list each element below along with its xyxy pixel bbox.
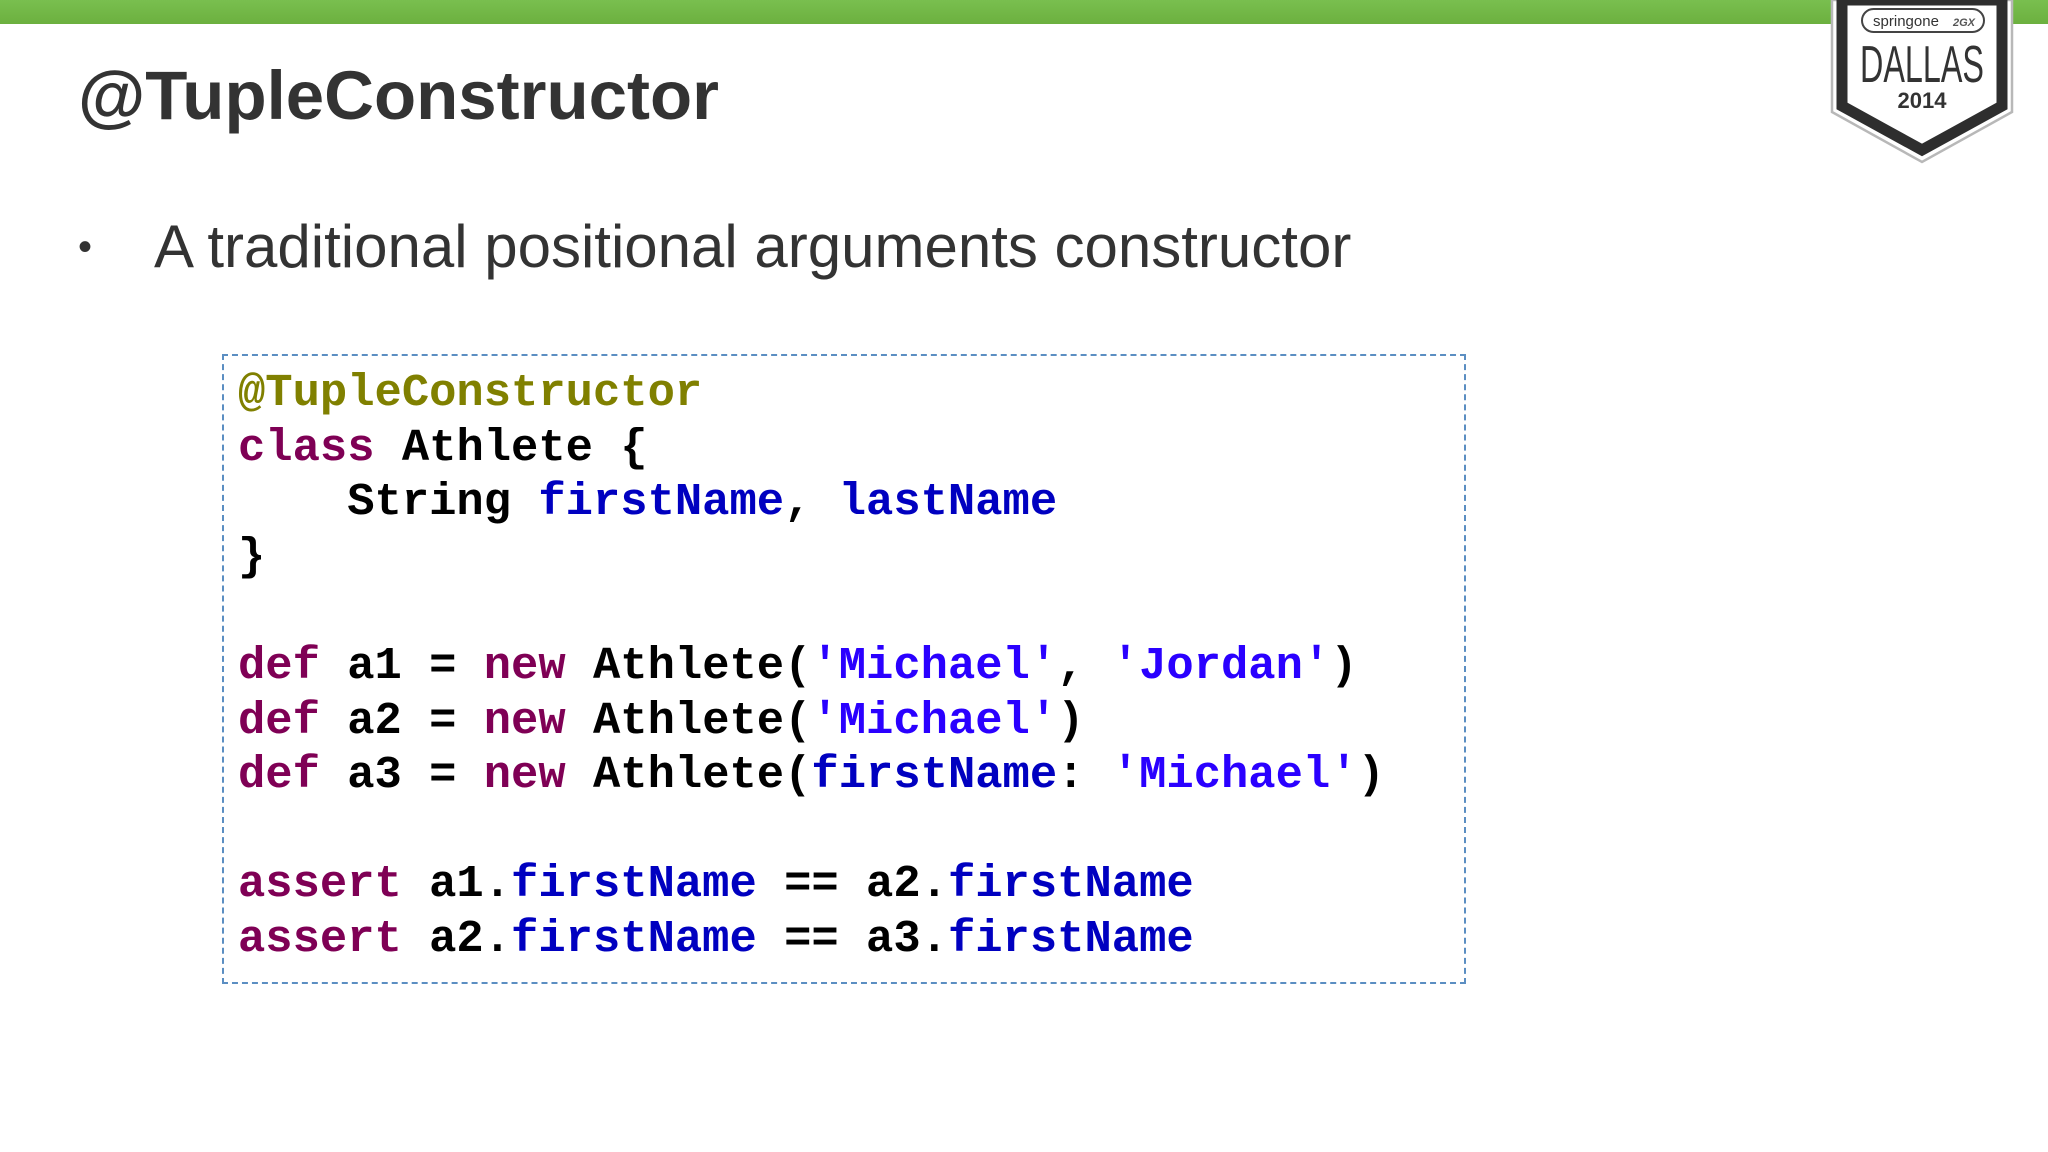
code-line: def a2 = new Athlete('Michael') — [238, 694, 1385, 749]
code-token: def — [238, 694, 320, 747]
code-token: 'Michael' — [811, 639, 1058, 692]
code-token: class — [238, 421, 375, 474]
code-token: firstName — [947, 858, 1194, 911]
code-token: def — [238, 639, 320, 692]
code-token: assert — [238, 912, 402, 965]
code-token: firstName — [538, 476, 785, 529]
code-line: } — [238, 530, 1385, 585]
badge-year: 2014 — [1898, 88, 1948, 113]
code-token: @TupleConstructor — [238, 367, 703, 419]
code-token: ) — [1057, 694, 1085, 747]
code-line: assert a2.firstName == a3.firstName — [238, 912, 1385, 967]
code-token: Athlete { — [374, 421, 648, 474]
code-token: new — [483, 694, 566, 747]
code-token: 'Michael' — [1111, 749, 1358, 802]
code-token: , — [1057, 639, 1112, 692]
code-token: firstName — [511, 858, 757, 911]
code-line: String firstName, lastName — [238, 475, 1385, 530]
code-token: == a2. — [756, 858, 948, 911]
code-token: new — [483, 639, 566, 692]
code-token: ) — [1357, 749, 1385, 802]
code-token: : — [1057, 749, 1112, 802]
code-token: , — [784, 476, 839, 529]
code-token: firstName — [947, 912, 1194, 965]
badge-brand: springone — [1873, 13, 1939, 30]
code-token: Athlete( — [565, 694, 812, 747]
code-token: a3 = — [319, 749, 484, 802]
code-token: Athlete( — [565, 639, 812, 692]
code-line: class Athlete { — [238, 421, 1385, 476]
code-token: a2. — [401, 912, 512, 965]
bullet-item: • A traditional positional arguments con… — [78, 210, 1351, 284]
slide-title: @TupleConstructor — [78, 57, 719, 134]
code-token: def — [238, 749, 320, 802]
bullet-text: A traditional positional arguments const… — [154, 213, 1352, 280]
code-token: ) — [1330, 639, 1358, 692]
code-token: a2 = — [319, 694, 484, 747]
code-token: 'Michael' — [811, 694, 1058, 747]
badge-brand-suffix: 2GX — [1952, 17, 1976, 29]
code-token: assert — [238, 858, 402, 911]
bullet-dot: • — [78, 225, 93, 269]
code-line: def a1 = new Athlete('Michael', 'Jordan'… — [238, 639, 1385, 694]
code-token: String — [238, 476, 539, 529]
code-token: new — [483, 749, 566, 802]
code-token: 'Jordan' — [1111, 639, 1331, 692]
code-line: @TupleConstructor — [238, 366, 1385, 421]
code-token: a1. — [401, 858, 512, 911]
springone-dallas-2014-logo: springone 2GX DALLAS 2014 — [1830, 0, 2014, 164]
code-token: firstName — [511, 912, 757, 965]
badge-city: DALLAS — [1860, 36, 1984, 94]
code-line — [238, 803, 1385, 858]
code-line: def a3 = new Athlete(firstName: 'Michael… — [238, 748, 1385, 803]
code-line: assert a1.firstName == a2.firstName — [238, 857, 1385, 912]
code-line — [238, 584, 1385, 639]
code-token: Athlete( — [565, 749, 812, 802]
code-token: a1 = — [319, 639, 484, 692]
top-accent-bar — [0, 0, 2048, 24]
code-token: == a3. — [756, 912, 948, 965]
code-token: lastName — [838, 476, 1058, 529]
code-token: firstName — [811, 749, 1058, 802]
code-token: } — [238, 530, 266, 583]
